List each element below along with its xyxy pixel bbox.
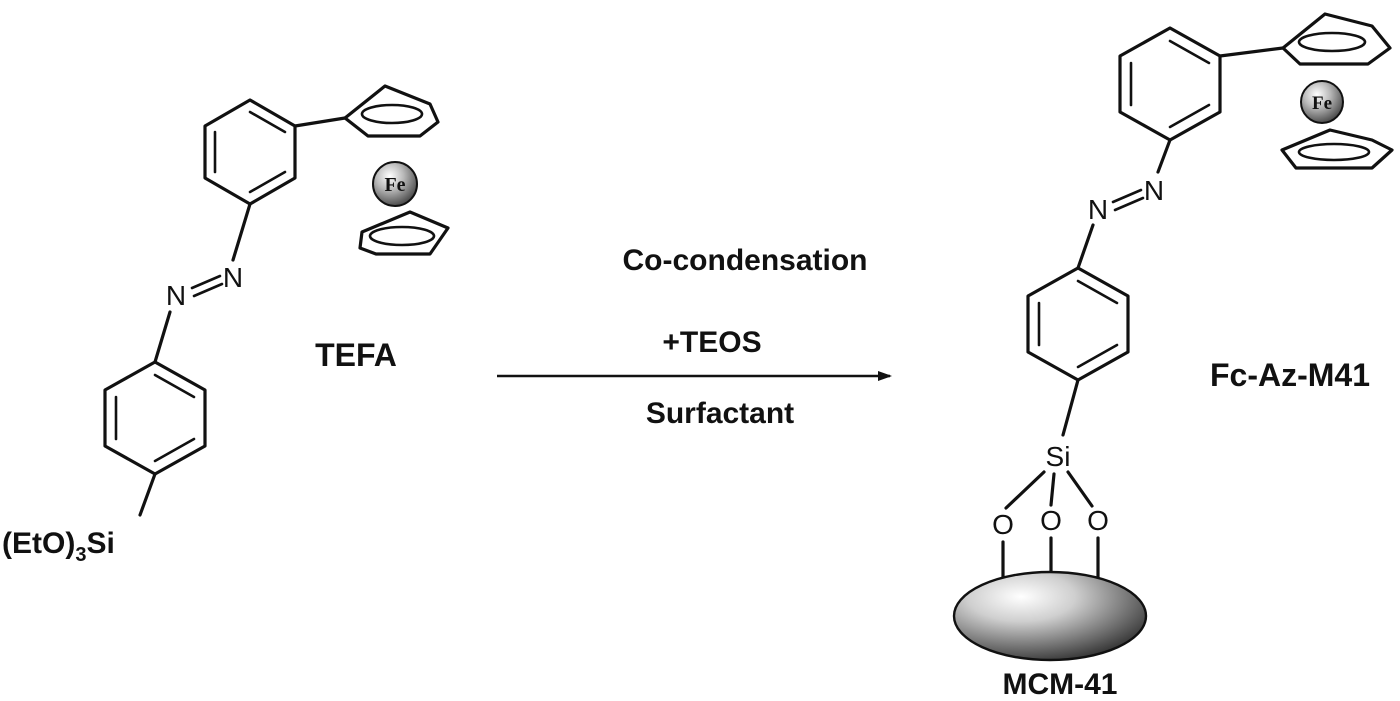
product-si-o2-bond <box>1049 472 1056 507</box>
tefa-azo-n-left: N <box>166 280 186 311</box>
tefa-upper-benzene-ring <box>203 98 297 206</box>
product-ring-to-si-bond <box>1061 378 1080 437</box>
tefa-lower-benzene-ring <box>103 360 207 476</box>
product-n-to-ring-bond <box>1076 223 1095 270</box>
product-azo-double-bond-b <box>1113 196 1145 212</box>
product-lower-cp-ring <box>1280 128 1394 170</box>
tefa-lower-cp-ring <box>358 210 450 256</box>
product-azo-n-left: N <box>1088 194 1108 225</box>
reaction-conditions: Co-condensation +TEOS Surfactant <box>497 244 892 430</box>
tefa-azo-double-bond-b <box>192 282 224 298</box>
condition-co-condensation: Co-condensation <box>623 244 868 277</box>
product-oxygen-1: O <box>992 509 1014 540</box>
product-ferrocene: Fe <box>1280 12 1394 170</box>
product-molecule: Fe N N Si O O O <box>952 12 1394 701</box>
product-upper-benzene-ring <box>1118 26 1222 142</box>
tefa-ring-to-si-bond <box>138 472 157 517</box>
product-iron-label: Fe <box>1312 93 1332 114</box>
tefa-iron-label: Fe <box>384 174 405 196</box>
tefa-upper-cp-ring <box>343 84 440 138</box>
mcm41-support-particle <box>952 570 1148 662</box>
tefa-ring-to-n-bond <box>231 202 252 262</box>
product-upper-cp-ring <box>1281 12 1392 66</box>
product-oxygen-3: O <box>1087 505 1109 536</box>
product-si-o3-bond <box>1066 470 1094 508</box>
product-lower-benzene-ring <box>1026 266 1130 382</box>
condition-surfactant: Surfactant <box>646 397 794 430</box>
product-label: Fc-Az-M41 <box>1210 357 1370 393</box>
tefa-n-to-ring-bond <box>153 310 172 364</box>
product-si-o1-bond <box>1004 470 1046 510</box>
tefa-iron-atom <box>372 161 418 207</box>
product-silicon-atom: Si <box>1046 441 1071 472</box>
product-azo-n-right: N <box>1144 175 1164 206</box>
mcm41-label: MCM-41 <box>1002 668 1117 701</box>
product-ring-to-n-bond <box>1156 138 1172 174</box>
product-ring-to-cp-bond <box>1218 46 1285 58</box>
condition-teos: +TEOS <box>662 326 761 359</box>
tefa-silyl-group: (EtO)3Si <box>2 527 115 566</box>
tefa-azo-double-bond-a <box>190 274 222 290</box>
tefa-molecule: Fe N N (EtO)3Si <box>2 84 450 566</box>
tefa-ring-to-cp-bond <box>293 116 347 128</box>
product-iron-atom <box>1300 80 1344 124</box>
product-azo-double-bond-a <box>1111 188 1143 204</box>
product-oxygen-2: O <box>1040 505 1062 536</box>
tefa-label: TEFA <box>315 337 397 373</box>
tefa-azo-n-right: N <box>223 262 243 293</box>
tefa-ferrocene: Fe <box>343 84 450 256</box>
